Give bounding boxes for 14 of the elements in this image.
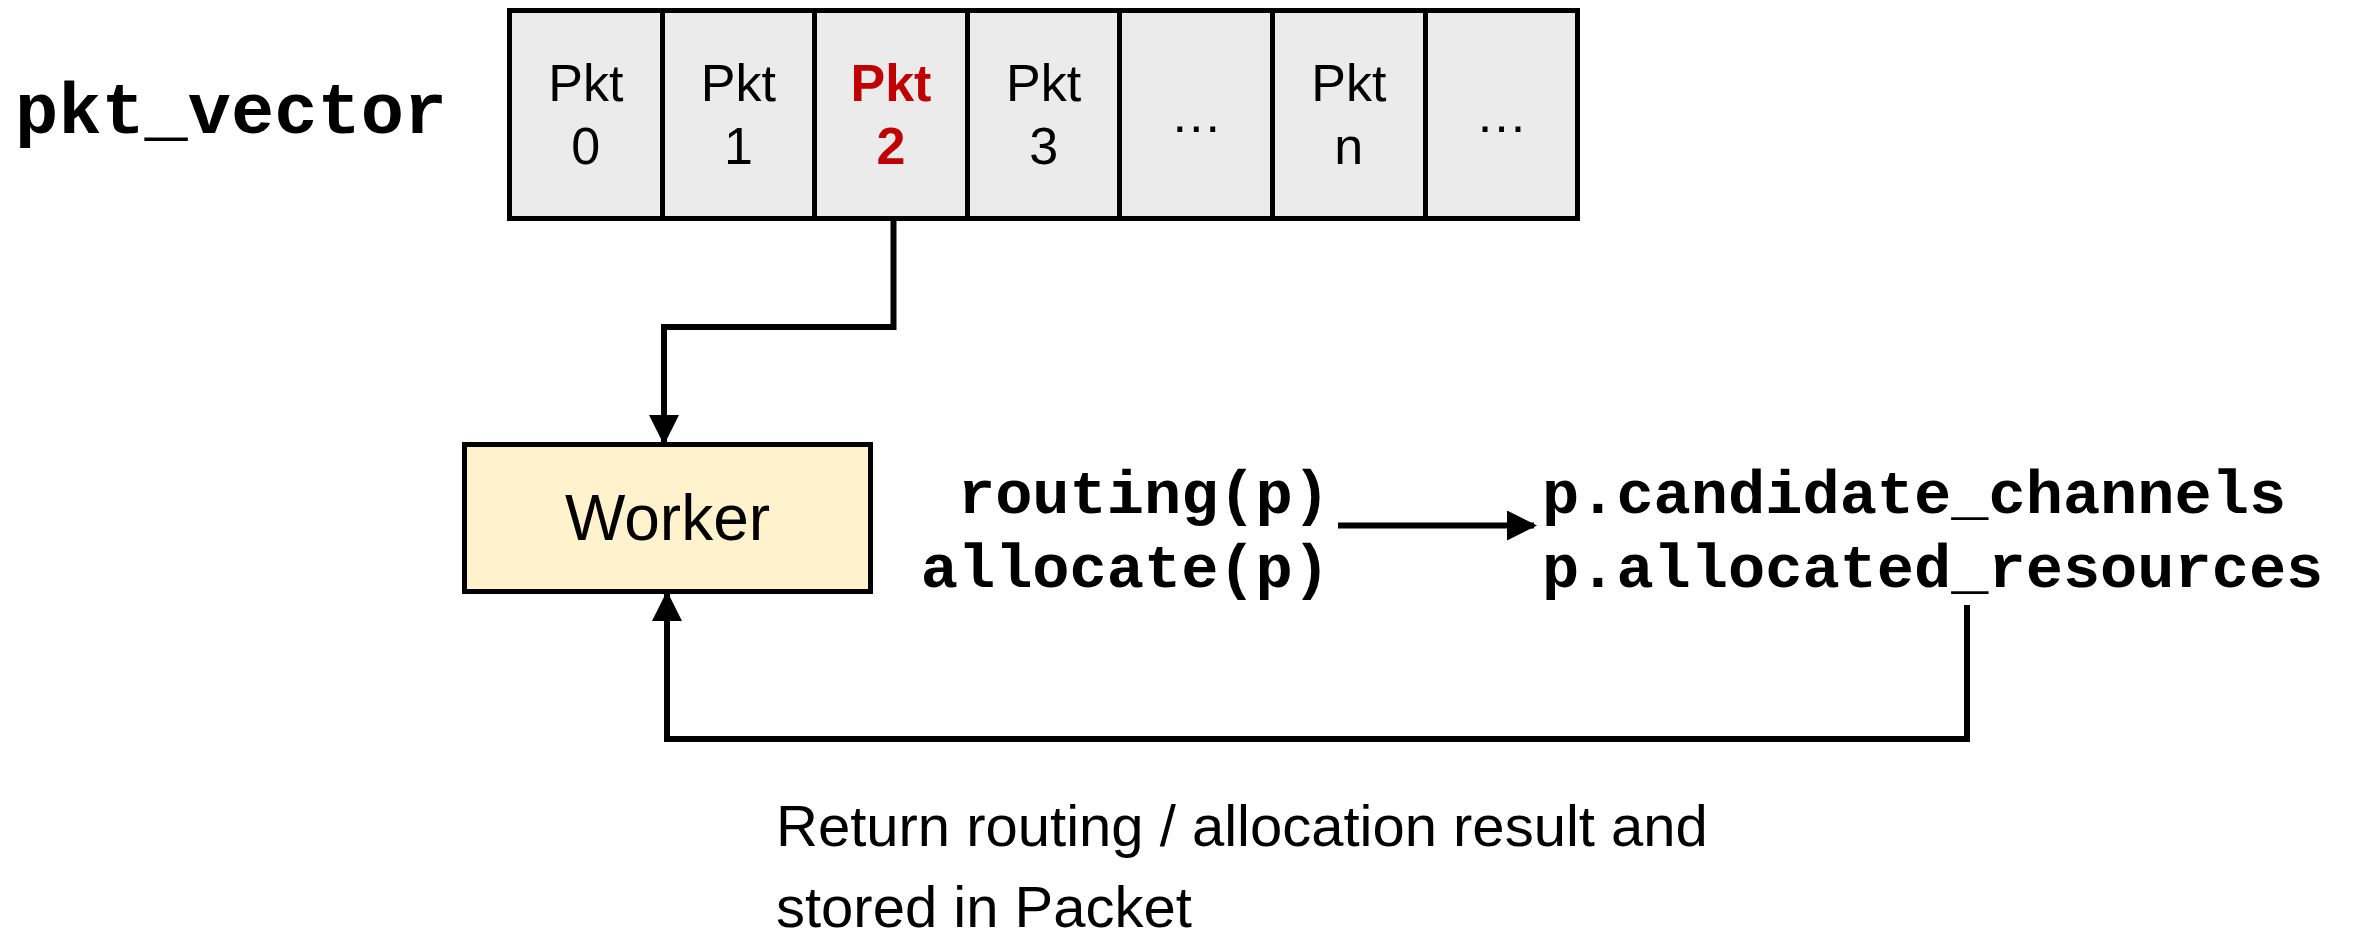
array-label: pkt_vector [15, 78, 448, 150]
packet-cell: Pkt 3 [969, 8, 1123, 221]
packet-cell: Pkt 0 [507, 8, 665, 221]
packet-cell: … [1122, 8, 1275, 221]
code-text: allocate(p) [920, 534, 1330, 609]
code-text: routing(p) [957, 460, 1330, 534]
packet-cell: Pkt 2 [817, 8, 970, 221]
packet-cell: … [1427, 8, 1581, 221]
packet-cell: Pkt n [1275, 8, 1428, 221]
arrow [1338, 510, 1537, 541]
code-text: p.allocated_resources [1542, 534, 2324, 609]
code-text: p.candidate_channels [1542, 460, 2287, 534]
packet-cell: Pkt 1 [664, 8, 818, 221]
worker-box: Worker [462, 442, 873, 594]
